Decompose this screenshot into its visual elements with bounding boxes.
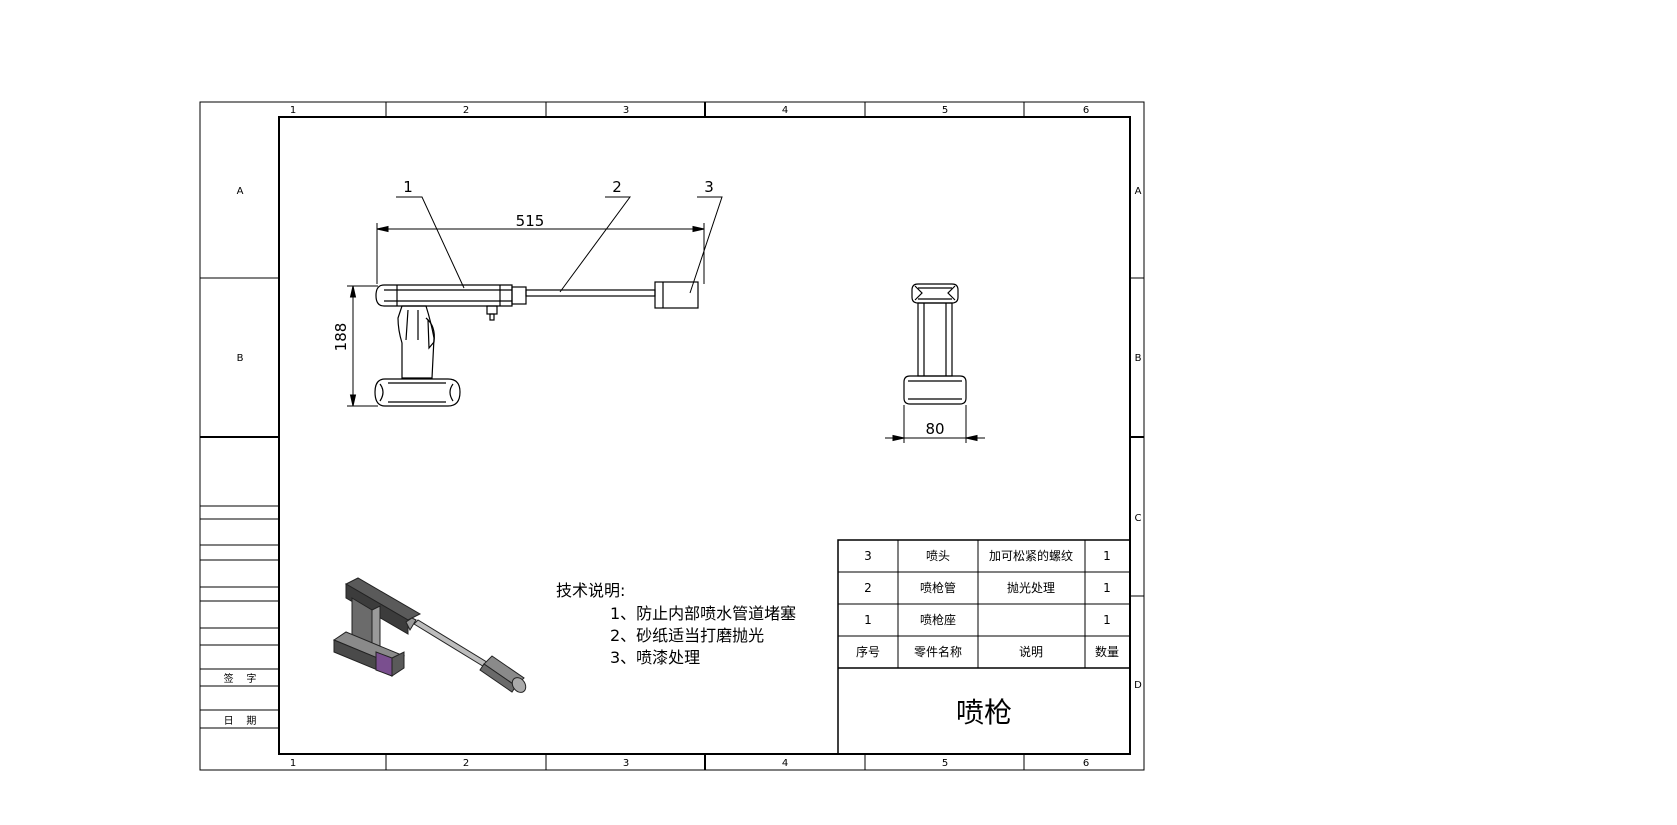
bom-row-2-note: 抛光处理: [1007, 580, 1055, 595]
bom-row-1-qty: 1: [1103, 613, 1111, 627]
balloon-1: 1: [403, 178, 413, 196]
zone-col-top-2: 2: [463, 105, 469, 116]
zone-row-right-c: C: [1135, 513, 1142, 524]
outer-border: [199, 101, 1145, 771]
zone-col-top-6: 6: [1083, 105, 1089, 116]
bom-header-no: 序号: [856, 644, 880, 659]
dim-width-value: 80: [925, 420, 944, 438]
bom-header-note: 说明: [1019, 644, 1043, 659]
note-item-1: 1、防止内部喷水管道堵塞: [610, 604, 796, 623]
zone-col-top-4: 4: [782, 105, 788, 116]
front-view: [374, 281, 699, 407]
inner-border: [278, 116, 1131, 755]
dim-length: [376, 223, 705, 284]
isometric-view: [332, 577, 527, 693]
zone-col-bottom-6: 6: [1083, 758, 1089, 769]
zone-col-bottom-4: 4: [782, 758, 788, 769]
note-item-2: 2、砂纸适当打磨抛光: [610, 626, 764, 645]
nozzle-head: [654, 281, 699, 309]
trigger: [425, 317, 435, 350]
bom-row-2-no: 2: [864, 581, 872, 595]
zone-row-right-b: B: [1135, 353, 1142, 364]
side-view: [903, 283, 967, 405]
bom-row-3-note: 加可松紧的螺纹: [989, 548, 1073, 563]
zone-col-bottom-1: 1: [290, 758, 296, 769]
zone-col-top-5: 5: [942, 105, 948, 116]
zone-col-bottom-5: 5: [942, 758, 948, 769]
sign-label: 签 字: [224, 672, 257, 685]
zone-col-top-3: 3: [623, 105, 629, 116]
balloon-3: 3: [704, 178, 714, 196]
balloon-2: 2: [612, 178, 622, 196]
tube: [525, 289, 656, 297]
notes-heading: 技术说明:: [556, 581, 625, 600]
zone-row-left-a: A: [237, 186, 244, 197]
zone-row-right-a: A: [1135, 186, 1142, 197]
zone-row-right-d: D: [1134, 680, 1142, 691]
zone-col-bottom-2: 2: [463, 758, 469, 769]
bom-row-1-no: 1: [864, 613, 872, 627]
note-item-3: 3、喷漆处理: [610, 648, 700, 667]
date-label: 日 期: [224, 715, 257, 727]
bom-header-qty: 数量: [1095, 644, 1119, 659]
bom-row-1-name: 喷枪座: [920, 612, 956, 627]
bom-row-3-no: 3: [864, 549, 872, 563]
zone-col-top-1: 1: [290, 105, 296, 116]
leaders: [396, 196, 723, 294]
zone-col-bottom-3: 3: [623, 758, 629, 769]
zone-row-left-b: B: [237, 353, 244, 364]
dim-width: [885, 405, 985, 443]
barrel-body: [375, 284, 513, 307]
handle: [397, 305, 435, 379]
bom-header-name: 零件名称: [914, 644, 962, 659]
bom-row-2-qty: 1: [1103, 581, 1111, 595]
dim-height-value: 188: [332, 323, 350, 352]
bom-table: [837, 539, 1131, 755]
dim-length-value: 515: [516, 212, 545, 230]
drawing-title: 喷枪: [956, 696, 1012, 729]
bom-row-2-name: 喷枪管: [920, 580, 956, 595]
handle-base: [374, 378, 461, 407]
bom-row-3-name: 喷头: [926, 549, 950, 563]
bom-row-3-qty: 1: [1103, 549, 1111, 563]
zone-dividers: [200, 102, 1144, 770]
side-strip: [200, 505, 279, 729]
dim-height: [347, 285, 378, 407]
